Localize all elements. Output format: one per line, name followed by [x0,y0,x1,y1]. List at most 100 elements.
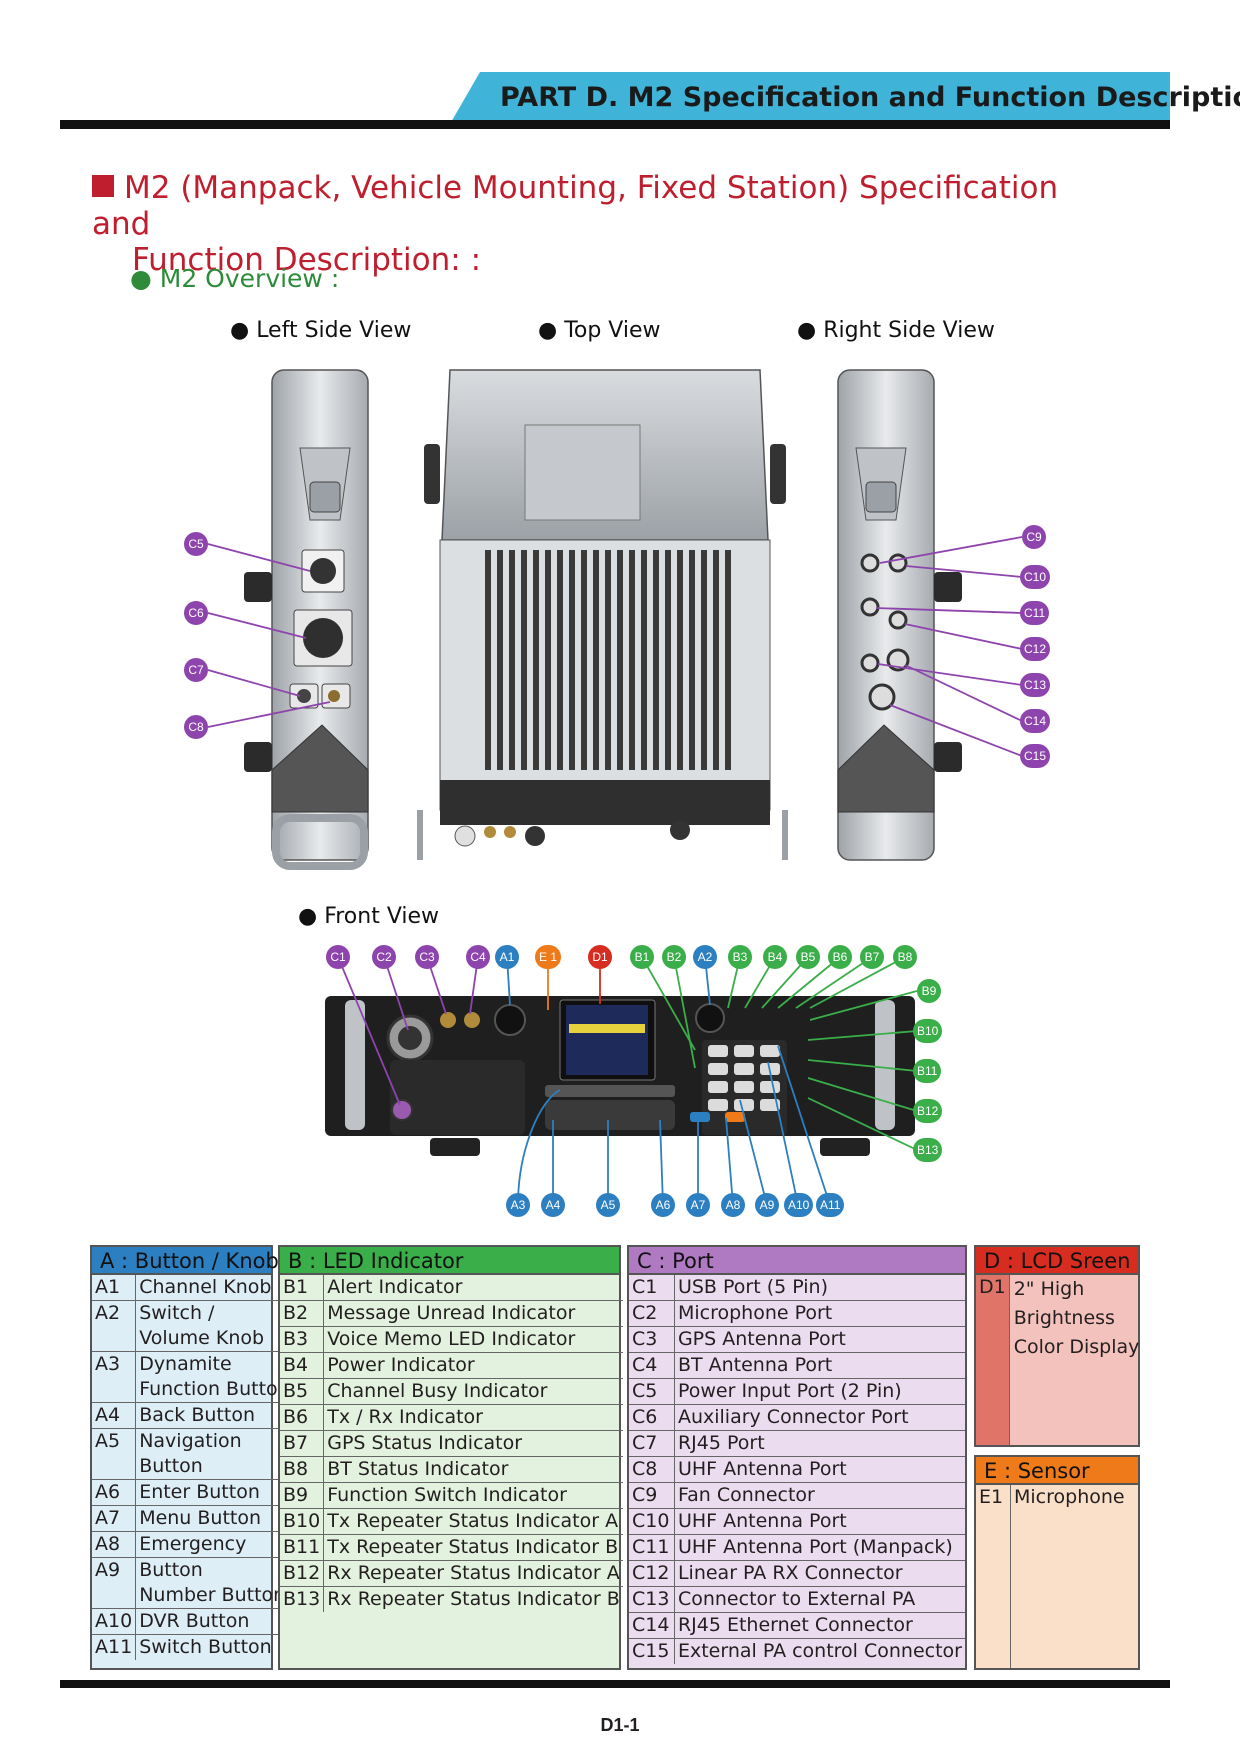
front-view-device [325,996,915,1156]
row-value: Power Indicator [323,1352,623,1379]
table-c-title: C : Port [629,1247,965,1275]
badge-c7: C7 [184,658,208,682]
row-key: B8 [280,1456,325,1483]
row-value: Dynamite [135,1351,293,1377]
row-value: BT Antenna Port [674,1352,965,1379]
row-key: B13 [280,1586,325,1612]
table-e-key: E1 [976,1485,1011,1668]
row-key [92,1454,137,1480]
main-title-line1: M2 (Manpack, Vehicle Mounting, Fixed Sta… [92,170,1059,242]
badge-e1: E 1 [535,945,562,969]
row-key: A6 [92,1479,137,1506]
badge-c3: C3 [415,945,439,969]
badge-b8: B8 [893,945,917,969]
row-value: Power Input Port (2 Pin) [674,1378,965,1405]
table-e-title: E : Sensor [976,1457,1138,1485]
row-value: Rx Repeater Status Indicator A [323,1560,623,1587]
row-value: DVR Button [135,1608,293,1635]
table-d-line2: Brightness [1013,1307,1115,1329]
main-title-line2: Function Description: : [132,242,482,278]
row-key: C13 [629,1586,675,1613]
row-value: Linear PA RX Connector [674,1560,965,1587]
badge-c4: C4 [466,945,490,969]
row-key: C8 [629,1456,675,1483]
front-view-label: ● Front View [298,904,440,929]
table-d-lcd: D : LCD Sreen D1 2" High Brightness Colo… [974,1245,1140,1447]
badge-c14: C14 [1020,709,1051,733]
row-key [92,1326,137,1352]
row-value: External PA control Connector [674,1638,965,1664]
row-value: Emergency [135,1531,293,1558]
row-value: Switch Button [135,1634,293,1660]
table-row: Volume Knob [92,1326,293,1352]
row-value: Tx Repeater Status Indicator B [323,1534,623,1561]
badge-c15: C15 [1020,744,1051,768]
row-key: C7 [629,1430,675,1457]
row-key: B7 [280,1430,325,1457]
header-rule [60,120,1170,129]
badge-b1: B1 [630,945,654,969]
row-value: Microphone Port [674,1300,965,1327]
row-key: A3 [92,1351,137,1377]
badge-c2: C2 [372,945,396,969]
row-value: UHF Antenna Port [674,1456,965,1483]
row-key: B6 [280,1404,325,1431]
top-view-label: ● Top View [538,318,661,343]
left-side-view-label: ● Left Side View [230,318,412,343]
row-key: A8 [92,1531,137,1558]
row-value: Back Button [135,1402,293,1429]
row-key: B12 [280,1560,325,1587]
row-key: C4 [629,1352,675,1379]
row-key: A5 [92,1428,137,1454]
row-key: A2 [92,1300,137,1326]
badge-c9: C9 [1022,525,1046,549]
row-key: C14 [629,1612,675,1639]
table-d-title: D : LCD Sreen [976,1247,1138,1275]
row-key [92,1583,137,1609]
table-d-key: D1 [976,1275,1010,1445]
row-key: B11 [280,1534,325,1561]
badge-a7: A7 [686,1193,710,1217]
row-value: Rx Repeater Status Indicator B [323,1586,623,1612]
badge-d1: D1 [588,945,612,969]
top-view-device [417,369,788,860]
row-key: C1 [629,1275,675,1301]
row-value: Voice Memo LED Indicator [323,1326,623,1353]
table-e-sensor: E : Sensor E1 Microphone [974,1455,1140,1670]
row-value: Alert Indicator [327,1276,463,1298]
row-key: C2 [629,1300,675,1327]
row-value: Message Unread Indicator [323,1300,623,1327]
title-square-icon [92,175,114,197]
table-b-title: B : LED Indicator [280,1247,619,1275]
main-title: M2 (Manpack, Vehicle Mounting, Fixed Sta… [92,170,1092,278]
badge-a1: A1 [495,945,519,969]
badge-a5: A5 [596,1193,620,1217]
row-key: C15 [629,1638,675,1664]
badge-c6: C6 [184,601,208,625]
row-key: B9 [280,1482,325,1509]
row-key: C5 [629,1378,675,1405]
